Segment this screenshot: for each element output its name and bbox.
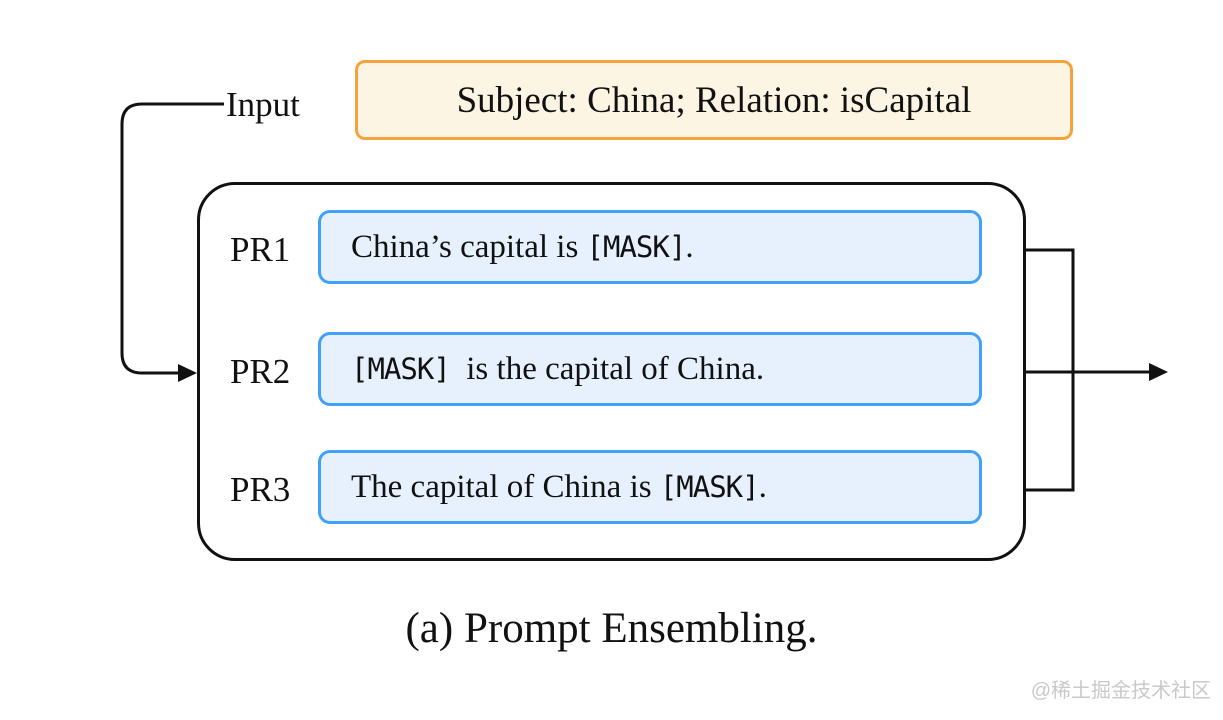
prompt-label-pr3: PR3	[230, 470, 291, 509]
figure-caption: (a) Prompt Ensembling.	[405, 605, 818, 652]
prompt-label-pr2: PR2	[230, 352, 291, 391]
prompt-text-before: The capital of China is	[351, 468, 660, 505]
prompt-row-pr2: PR2 [MASK] is the capital of China.	[200, 332, 1023, 412]
input-label: Input	[226, 85, 300, 124]
output-arrowhead	[1149, 363, 1168, 381]
prompt-text-after: is the capital of China.	[449, 350, 765, 387]
mask-token: [MASK]	[659, 470, 760, 504]
prompt-row-pr3: PR3 The capital of China is [MASK].	[200, 450, 1023, 530]
prompt-container: PR1 China’s capital is [MASK]. PR2 [MASK…	[197, 182, 1026, 561]
prompt-text-after: .	[758, 468, 767, 505]
prompt-box-pr1: China’s capital is [MASK].	[318, 210, 982, 284]
mask-token: [MASK]	[586, 230, 687, 264]
watermark: @稀土掘金技术社区	[1030, 680, 1211, 702]
prompt-label-pr1: PR1	[230, 230, 291, 269]
mask-token: [MASK]	[351, 352, 451, 386]
input-to-pr2-arrowhead	[178, 364, 197, 382]
prompt-box-pr2: [MASK] is the capital of China.	[318, 332, 982, 406]
prompt-text-after: .	[685, 228, 694, 265]
prompt-text-before: China’s capital is	[351, 228, 587, 265]
prompt-box-pr3: The capital of China is [MASK].	[318, 450, 982, 524]
input-box: Subject: China; Relation: isCapital	[355, 60, 1073, 140]
input-box-text: Subject: China; Relation: isCapital	[456, 79, 972, 121]
prompt-row-pr1: PR1 China’s capital is [MASK].	[200, 210, 1023, 290]
